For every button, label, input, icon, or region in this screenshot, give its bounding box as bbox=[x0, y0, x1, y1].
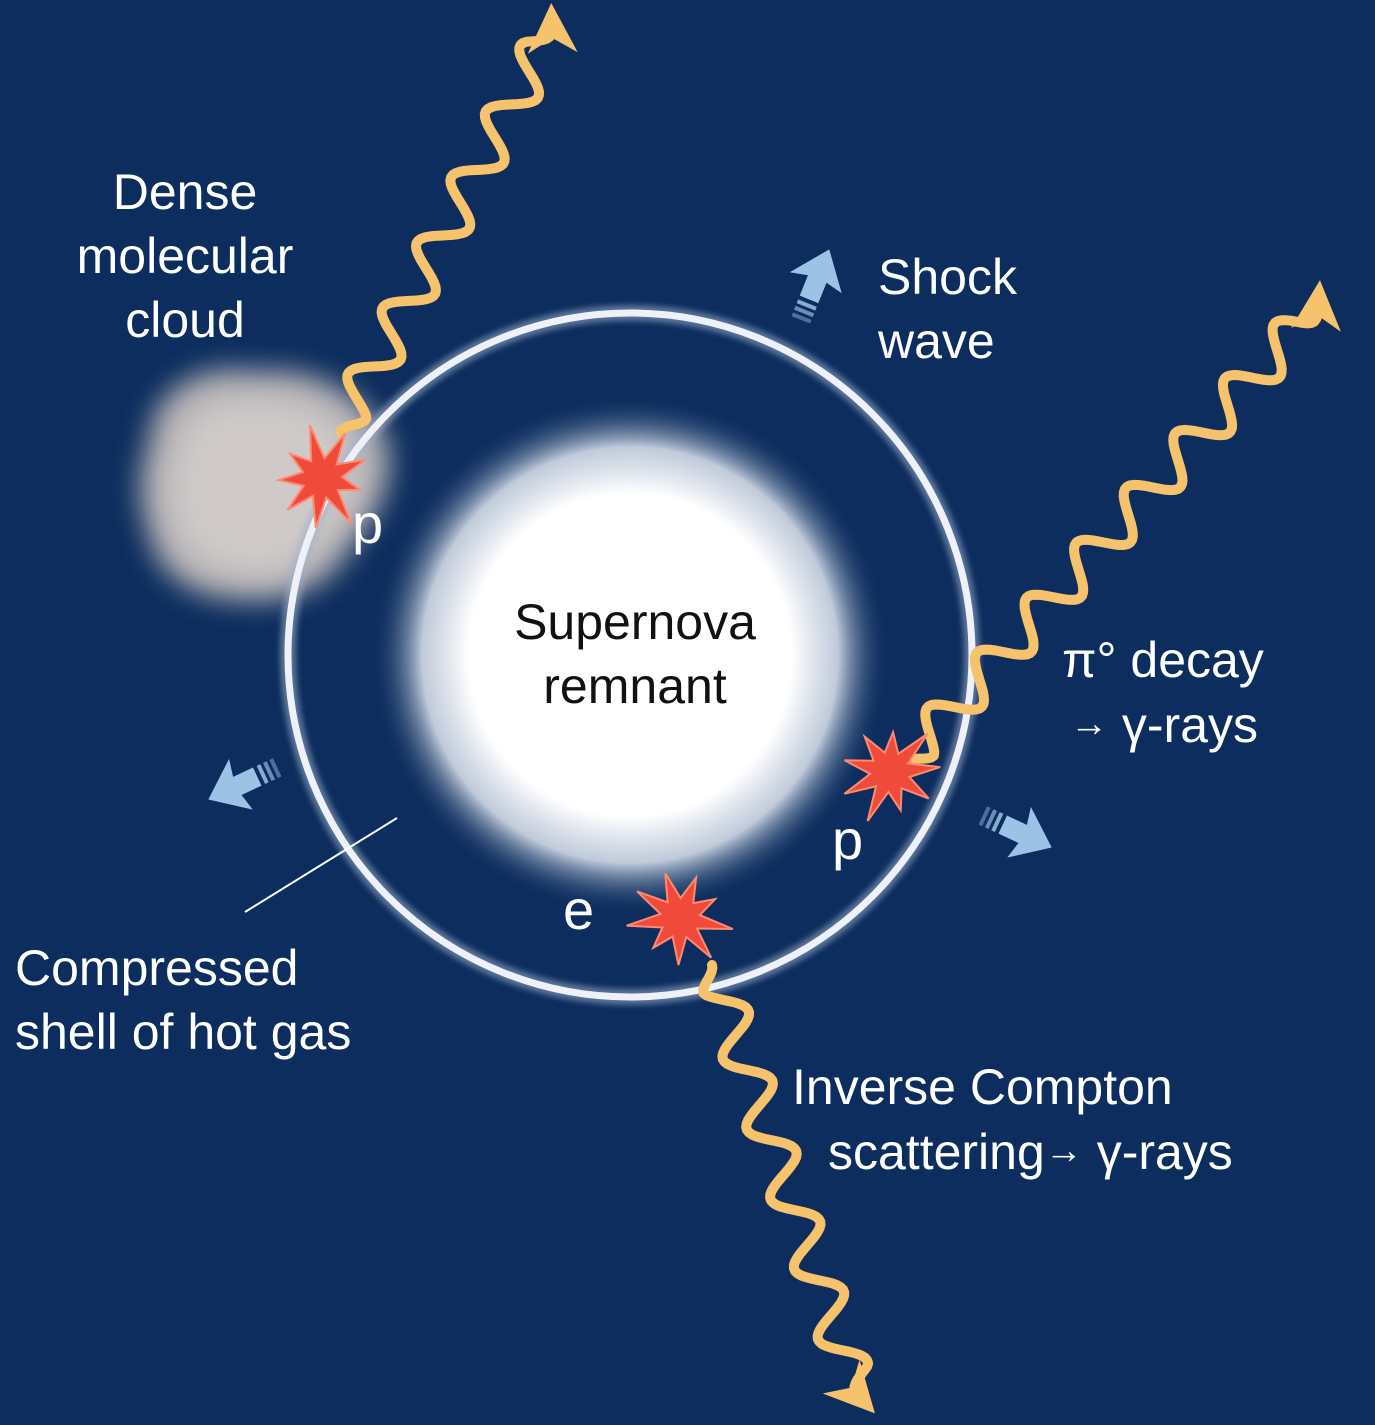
inverse-compton-label: Inverse Compton scattering→ γ-rays bbox=[792, 1055, 1233, 1184]
pion-decay-label-line2: → γ-rays bbox=[1062, 692, 1264, 757]
dense-cloud-label-line3: cloud bbox=[125, 292, 245, 348]
right-arrow-icon: → bbox=[1044, 1130, 1083, 1172]
pion-decay-label-line1: π° decay bbox=[1062, 632, 1264, 688]
gamma-ray-photons bbox=[335, 3, 1341, 1414]
dense-cloud-label-line1: Dense bbox=[112, 164, 258, 220]
collision-bursts bbox=[274, 424, 941, 966]
shock-arrow-right-icon bbox=[978, 806, 1052, 858]
inverse-compton-label-line2: scattering→ γ-rays bbox=[792, 1119, 1233, 1184]
supernova-remnant-label: Supernova remnant bbox=[470, 590, 800, 718]
right-arrow-icon: → bbox=[1070, 703, 1108, 745]
compressed-shell-label-line2: shell of hot gas bbox=[15, 1004, 352, 1060]
compressed-shell-label: Compressed shell of hot gas bbox=[15, 936, 351, 1064]
gamma-rays-text: γ-rays bbox=[1096, 1124, 1233, 1180]
proton-label-top: p bbox=[352, 492, 384, 555]
supernova-label-line2: remnant bbox=[543, 658, 727, 714]
shock-arrow-up-icon bbox=[789, 249, 842, 324]
shock-wave-label-line1: Shock bbox=[878, 249, 1017, 305]
supernova-core bbox=[370, 395, 890, 915]
scattering-text: scattering bbox=[828, 1124, 1045, 1180]
shock-wave-label: Shock wave bbox=[878, 245, 1017, 373]
collision-burst-bottom-icon bbox=[626, 872, 734, 966]
collision-burst-right-icon bbox=[843, 728, 941, 822]
electron-label: e bbox=[563, 878, 595, 941]
shell-pointer-line bbox=[244, 817, 398, 913]
pion-decay-label: π° decay → γ-rays bbox=[1062, 628, 1264, 757]
gamma-ray-photon-right-icon bbox=[900, 280, 1341, 767]
shock-arrow-left-icon bbox=[208, 758, 282, 810]
gamma-rays-text: γ-rays bbox=[1121, 697, 1259, 753]
supernova-label-line1: Supernova bbox=[514, 594, 756, 650]
dense-cloud-label-line2: molecular bbox=[76, 228, 294, 284]
shock-wave-label-line2: wave bbox=[878, 313, 995, 369]
gamma-ray-photon-bottom-icon bbox=[698, 960, 875, 1414]
inverse-compton-label-line1: Inverse Compton bbox=[792, 1059, 1173, 1115]
gamma-ray-photon-top-icon bbox=[335, 3, 578, 437]
proton-label-right: p bbox=[832, 808, 864, 871]
shock-arrows bbox=[208, 249, 1052, 858]
compressed-shell-label-line1: Compressed bbox=[15, 940, 299, 996]
dense-cloud-label: Dense molecular cloud bbox=[40, 160, 330, 352]
collision-burst-top-icon bbox=[274, 424, 366, 529]
